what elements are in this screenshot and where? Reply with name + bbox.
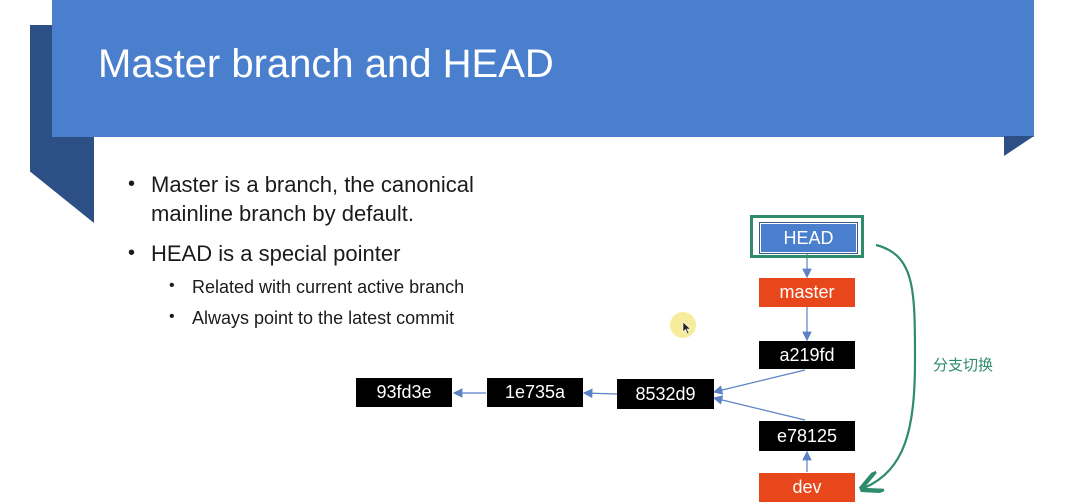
branch-switch-note: 分支切换	[933, 357, 994, 374]
commit-a219fd: a219fd	[759, 341, 855, 369]
bullet-list: Master is a branch, the canonical mainli…	[128, 170, 558, 338]
switch-curve	[864, 243, 917, 488]
slide-title: Master branch and HEAD	[98, 42, 554, 86]
head-highlight-frame	[750, 215, 864, 258]
sub-bullet-related: Related with current active branch	[169, 275, 558, 298]
sub-bullet-list: Related with current active branch Alway…	[128, 275, 558, 329]
master-branch: master	[759, 278, 855, 307]
commit-1e735a: 1e735a	[487, 378, 583, 407]
dev-branch: dev	[759, 473, 855, 502]
title-banner	[52, 0, 1034, 137]
arrow-a219fd-to-8532d9	[712, 369, 806, 395]
head-pointer: HEAD	[759, 222, 858, 254]
bullet-master: Master is a branch, the canonical mainli…	[128, 170, 558, 228]
sub-bullet-latest: Always point to the latest commit	[169, 306, 558, 329]
commit-e78125: e78125	[759, 421, 855, 451]
bullet-head: HEAD is a special pointer	[128, 239, 558, 268]
commit-8532d9: 8532d9	[617, 379, 714, 409]
arrow-8532d9-to-1e735a	[582, 388, 618, 399]
mouse-pointer-icon	[682, 321, 692, 335]
arrow-e78125-to-8532d9	[712, 395, 806, 421]
commit-93fd3e: 93fd3e	[356, 378, 452, 407]
